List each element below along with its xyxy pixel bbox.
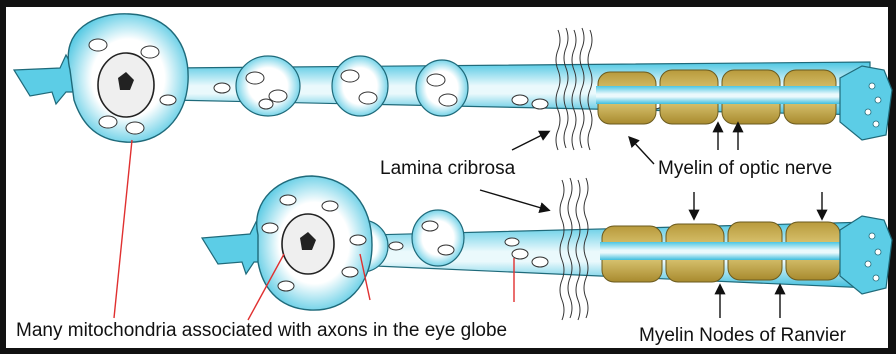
- mitochondrion: [262, 223, 278, 233]
- arrow-lamina-bottom: [480, 190, 548, 210]
- label-myelin-optic-nerve: Myelin of optic nerve: [658, 159, 832, 178]
- mitochondrion: [246, 72, 264, 84]
- top-neuron: [14, 14, 892, 142]
- mitochondrion: [439, 94, 457, 106]
- mitochondrion: [532, 99, 548, 109]
- mitochondrion: [341, 70, 359, 82]
- mitochondrion: [389, 242, 403, 250]
- mitochondrion: [322, 201, 338, 211]
- mitochondrion: [359, 92, 377, 104]
- label-nodes-of-ranvier: Myelin Nodes of Ranvier: [639, 326, 846, 345]
- black-arrows: [480, 124, 822, 318]
- mitochondrion: [278, 281, 294, 291]
- top-varicosity: [416, 60, 468, 116]
- top-axon-core: [596, 86, 842, 104]
- arrow-myelin-1: [630, 138, 654, 164]
- label-lamina-cribrosa: Lamina cribrosa: [380, 159, 515, 178]
- mitochondrion: [350, 235, 366, 245]
- mitochondrion: [99, 116, 117, 128]
- mitochondrion: [512, 95, 528, 105]
- bottom-neuron: [202, 176, 892, 310]
- mitochondrion: [280, 195, 296, 205]
- mitochondrion: [269, 90, 287, 102]
- mitochondrion: [141, 46, 159, 58]
- mitochondrion: [505, 238, 519, 246]
- mitochondrion: [438, 245, 454, 255]
- mitochondrion: [214, 83, 230, 93]
- mitochondrion: [422, 221, 438, 231]
- mitochondrion: [512, 249, 528, 259]
- mitochondrion: [126, 122, 144, 134]
- bottom-varicosity: [412, 210, 464, 266]
- mitochondrion: [427, 74, 445, 86]
- mitochondrion: [259, 99, 273, 109]
- mitochondrion: [342, 267, 358, 277]
- label-mitochondria: Many mitochondria associated with axons …: [16, 321, 507, 340]
- top-axon-terminal: [840, 66, 892, 140]
- red-pointer-1: [114, 140, 132, 318]
- bottom-axon-terminal: [840, 216, 892, 294]
- top-varicosity: [332, 56, 388, 116]
- mitochondrion: [89, 39, 107, 51]
- bottom-axon-core: [600, 242, 844, 260]
- mitochondrion: [160, 95, 176, 105]
- mitochondrion: [532, 257, 548, 267]
- arrow-lamina-top: [512, 132, 548, 150]
